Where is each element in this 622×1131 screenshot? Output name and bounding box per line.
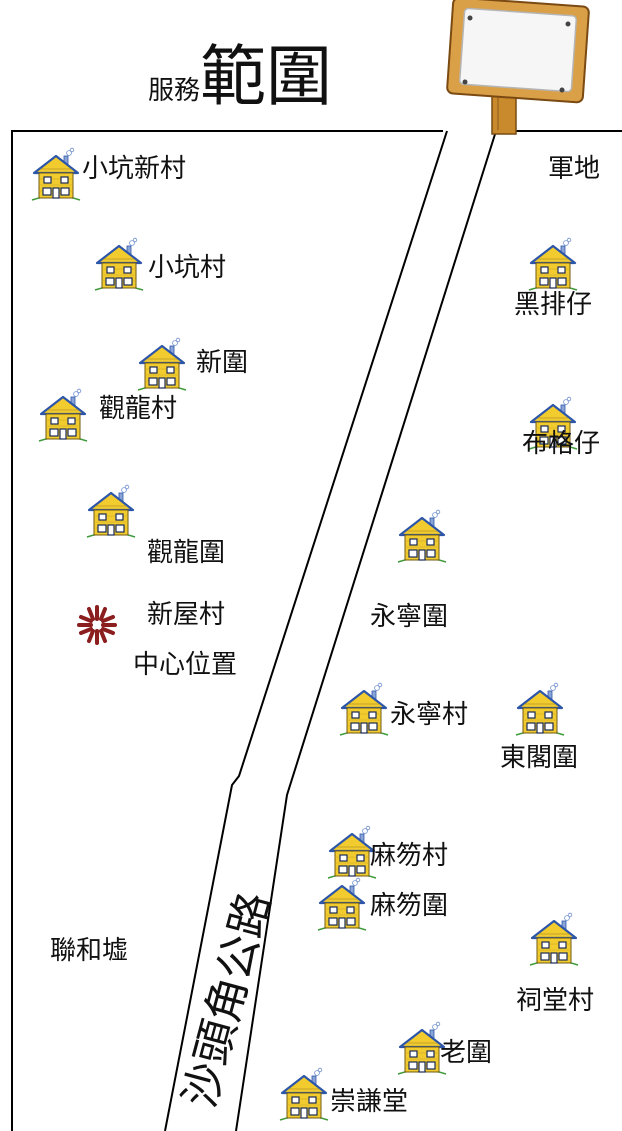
place-xinwu: 新屋村: [147, 600, 226, 630]
house-icon: [514, 682, 566, 737]
place-military: 軍地: [548, 154, 601, 184]
signboard-icon: [446, 0, 590, 135]
place-donggewei: 東閣圍: [500, 743, 579, 773]
title-large: 範圍: [200, 38, 333, 115]
house-icon: [338, 682, 390, 737]
place-bugezi: 布格仔: [522, 429, 601, 459]
place-lianhe: 聯和墟: [50, 936, 129, 966]
place-laowei: 老圍: [440, 1038, 493, 1068]
title-small: 服務: [148, 76, 201, 106]
place-center: 中心位置: [133, 650, 238, 680]
house-icon: [93, 237, 145, 292]
house-icon: [396, 1021, 448, 1076]
place-mahuo-wei: 麻笏圍: [370, 891, 449, 921]
place-yongning-cun: 永寧村: [390, 700, 469, 730]
house-icon: [527, 237, 579, 292]
house-icon: [326, 825, 378, 880]
house-icon: [85, 484, 137, 539]
house-icon: [37, 388, 89, 443]
sha-tau-kok-road: [164, 130, 497, 1131]
house-icon: [528, 912, 580, 967]
caritas-cross-icon: [77, 605, 117, 645]
place-mahuo-cun: 麻笏村: [370, 841, 449, 871]
place-yongning-wei: 永寧圍: [370, 602, 449, 632]
house-icon: [136, 337, 188, 392]
place-xinwei: 新圍: [196, 348, 249, 378]
place-guanlong-cun: 觀龍村: [99, 394, 178, 424]
place-heipaizi: 黑排仔: [514, 290, 593, 320]
house-icon: [30, 147, 82, 202]
service-area-border: [11, 130, 622, 1131]
place-citang: 祠堂村: [516, 986, 595, 1016]
place-xiaokeng: 小坑村: [148, 253, 227, 283]
map-title: 服務範圍: [148, 44, 332, 110]
house-icon: [278, 1067, 330, 1122]
place-guanlong-wei: 觀龍圍: [147, 538, 226, 568]
house-icon: [316, 877, 368, 932]
house-icon: [396, 509, 448, 564]
place-xiaokeng-new: 小坑新村: [82, 154, 187, 184]
place-chongqiantang: 崇謙堂: [330, 1087, 409, 1117]
